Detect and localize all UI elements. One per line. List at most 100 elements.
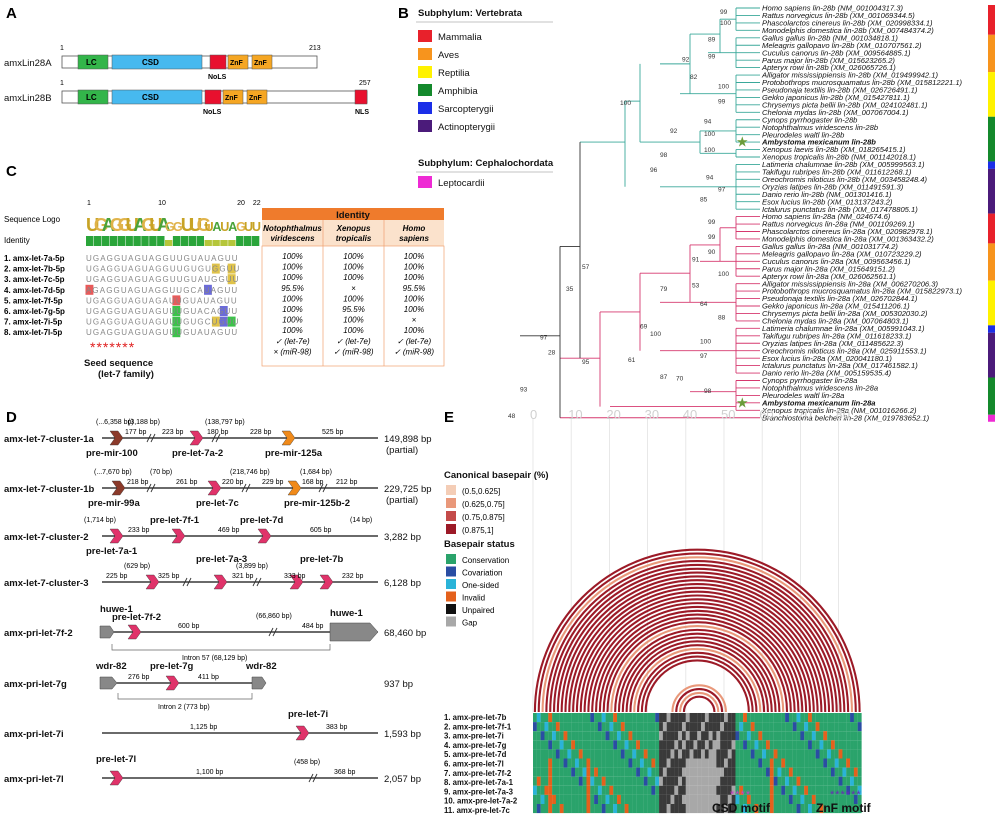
identity-bar <box>117 236 125 246</box>
alignment-cell <box>788 758 793 768</box>
alignment-cell <box>662 740 667 750</box>
mismatch-highlight <box>227 316 236 327</box>
alignment-cell <box>685 713 690 723</box>
alignment-cell <box>834 740 839 750</box>
alignment-cell <box>693 776 698 786</box>
alignment-cell <box>819 794 824 804</box>
alignment-cell <box>624 740 629 750</box>
alignment-cell <box>754 794 759 804</box>
alignment-cell <box>536 794 541 804</box>
tree-leaf-label: Rattus norvegicus lin-28a (NM_001109269.… <box>762 220 915 229</box>
distance-label: 484 bp <box>302 623 324 630</box>
alignment-cell <box>613 776 618 786</box>
alignment-cell <box>724 767 728 777</box>
alignment-cell <box>758 776 763 786</box>
highlight-star-icon: ★ <box>736 394 749 410</box>
alignment-cell <box>811 794 816 804</box>
clade-color-bar <box>988 243 995 281</box>
distance-label: 232 bp <box>342 573 364 580</box>
alignment-cell <box>689 758 694 768</box>
identity-bar <box>212 240 220 246</box>
table-col-head: viridescens <box>270 234 315 243</box>
basepair-arc <box>594 609 800 713</box>
pre-mirna-arrow-icon <box>289 574 304 590</box>
pre-mirna-arrow-icon <box>145 574 160 590</box>
break-mark <box>252 577 258 587</box>
alignment-cell <box>846 731 851 741</box>
alignment-cell <box>819 713 824 723</box>
alignment-cell <box>659 713 663 723</box>
bootstrap-value: 70 <box>676 376 684 383</box>
alignment-cell <box>559 722 564 732</box>
alignment-cell <box>796 740 801 750</box>
table-col-head: Xenopus <box>336 224 371 233</box>
alignment-cell <box>731 785 736 795</box>
table-header: Identity <box>336 210 370 221</box>
alignment-cell <box>643 731 648 741</box>
alignment-cell <box>586 794 591 804</box>
break-mark <box>146 433 152 443</box>
alignment-cell <box>681 767 686 777</box>
alignment-cell <box>578 731 583 741</box>
basepair-arc <box>640 655 754 713</box>
alignment-cell <box>788 749 793 759</box>
alignment-cell <box>544 767 549 777</box>
alignment-cell <box>540 713 545 723</box>
legend-label: Unpaired <box>462 606 494 615</box>
alignment-cell <box>838 794 843 804</box>
tree-leaf-label: Protobothrops mucrosquamatus lin-28a (XM… <box>762 287 963 296</box>
alignment-cell <box>701 713 705 723</box>
alignment-cell <box>544 785 549 795</box>
alignment-cell <box>724 740 728 750</box>
alignment-cell <box>689 794 694 804</box>
alignment-cell <box>785 713 790 723</box>
basepair-arc <box>602 617 792 713</box>
domain-csd <box>111 54 203 70</box>
mirna-name: 4. amx-let-7d-5p <box>4 286 65 295</box>
alignment-cell <box>766 804 770 814</box>
gene-label: pre-mir-125b-2 <box>284 498 350 509</box>
basepair-arc <box>583 598 811 713</box>
bootstrap-value: 69 <box>640 323 648 330</box>
alignment-cell <box>601 722 606 732</box>
tree-leaf-label: Oreochromis niloticus lin-28a (XM_025911… <box>762 346 927 355</box>
alignment-cell <box>655 713 660 723</box>
alignment-cell <box>617 758 621 768</box>
alignment-cell <box>666 767 671 777</box>
alignment-cell <box>548 785 553 795</box>
tree-leaf-label: Latimeria chalumnae lin-28b (XM_00599956… <box>762 160 925 169</box>
alignment-cell <box>766 758 770 768</box>
alignment-cell <box>620 785 625 795</box>
alignment-cell <box>563 722 568 732</box>
alignment-cell <box>624 749 629 759</box>
distance-label: 368 bp <box>334 769 356 776</box>
alignment-cell <box>746 767 751 777</box>
identity-bar <box>244 236 252 246</box>
pre-mirna-arrow-icon <box>319 574 334 590</box>
alignment-cell <box>846 767 851 777</box>
alignment-cell <box>785 731 790 741</box>
alignment-cell <box>823 785 828 795</box>
alignment-cell <box>647 776 652 786</box>
axis-tick: 20 <box>606 407 620 422</box>
identity-value: 100% <box>404 294 424 303</box>
alignment-cell <box>815 767 820 777</box>
alignment-cell <box>678 740 683 750</box>
break-mark <box>186 577 192 587</box>
alignment-cell <box>639 785 644 795</box>
logo-letter: U <box>189 214 202 235</box>
alignment-cell <box>613 713 618 723</box>
alignment-cell <box>762 785 767 795</box>
alignment-cell <box>697 758 702 768</box>
distance-label: 1,100 bp <box>196 769 223 776</box>
tree-leaf-label: Parus major lin-28b (XM_015623265.2) <box>762 56 895 65</box>
alignment-cell <box>827 776 832 786</box>
cluster-size: 149,898 bp <box>384 434 432 445</box>
alignment-cell <box>666 722 671 732</box>
alignment-cell <box>811 776 816 786</box>
cluster-name: amx-let-7-cluster-1a <box>4 434 94 445</box>
distance-label: 261 bp <box>176 479 198 486</box>
alignment-cell <box>823 758 828 768</box>
alignment-cell <box>540 794 545 804</box>
alignment-cell <box>819 731 824 741</box>
